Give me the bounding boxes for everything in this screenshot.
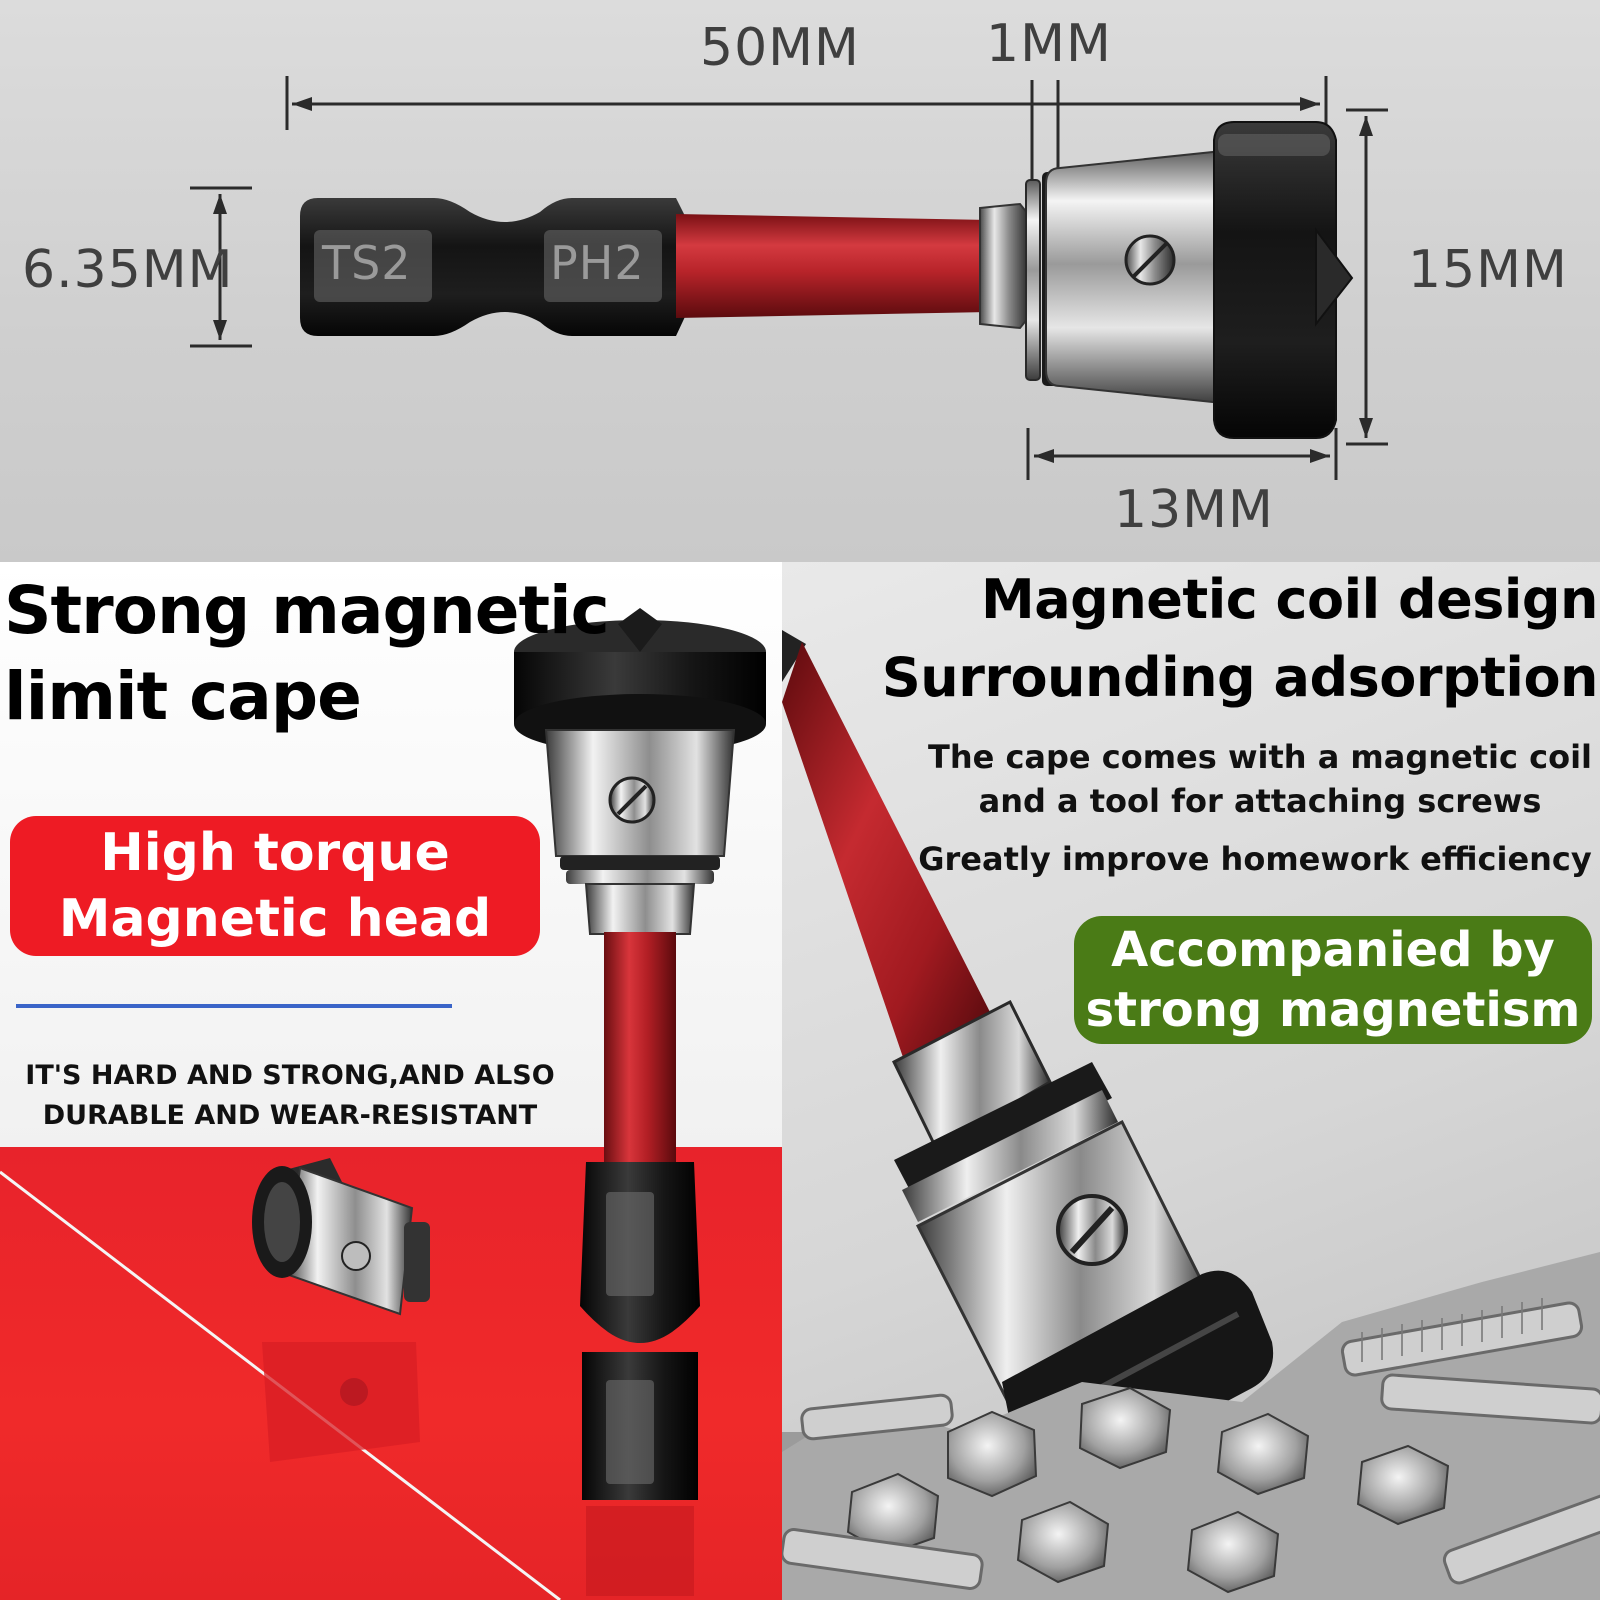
right-body-line-3: Greatly improve homework efficiency [918, 840, 1592, 878]
green-badge-line1: Accompanied by [1111, 922, 1555, 978]
left-feature-panel: Strong magnetic limit cape High torque M… [0, 562, 782, 1600]
divider-line [16, 1004, 452, 1008]
loose-cape-illustration [252, 1158, 430, 1462]
right-feature-panel: Magnetic coil design Surrounding adsorpt… [782, 562, 1600, 1600]
badge-line2: Magnetic head [58, 889, 492, 949]
bit-dimension-drawing [190, 76, 1388, 480]
vertical-bit-illustration [0, 608, 766, 1600]
cape-length-label: 13MM [1114, 480, 1274, 540]
left-title-line1: Strong magnetic [4, 572, 610, 649]
screw-pile [782, 1252, 1600, 1600]
ph2-marking: PH2 [550, 236, 645, 290]
right-heading-1: Magnetic coil design [981, 568, 1599, 631]
cape-diameter-label: 15MM [1408, 240, 1568, 300]
green-badge-line2: strong magnetism [1085, 982, 1581, 1038]
right-body-line-2: and a tool for attaching screws [978, 782, 1542, 820]
shank-dimension-label: 6.35MM [22, 240, 234, 300]
durability-line2: DURABLE AND WEAR-RESISTANT [42, 1100, 538, 1131]
magnet-with-screws-illustration [782, 630, 1600, 1600]
left-title-line2: limit cape [4, 658, 362, 735]
left-title: Strong magnetic limit cape [4, 568, 624, 740]
durability-line1: IT'S HARD AND STRONG,AND ALSO [25, 1060, 555, 1091]
ts2-marking: TS2 [322, 236, 412, 290]
badge-line1: High torque [100, 823, 450, 883]
length-dimension-label: 50MM [700, 18, 860, 78]
high-torque-badge: High torque Magnetic head [10, 816, 540, 956]
dimension-panel: 50MM 1MM 6.35MM 15MM 13MM TS2 PH2 [0, 0, 1600, 562]
strong-magnetism-badge: Accompanied by strong magnetism [1074, 916, 1592, 1044]
right-body-line-1: The cape comes with a magnetic coil [927, 738, 1593, 776]
durability-text: IT'S HARD AND STRONG,AND ALSO DURABLE AN… [0, 1056, 580, 1136]
right-heading-2: Surrounding adsorption [881, 646, 1599, 709]
gap-dimension-label: 1MM [986, 14, 1112, 74]
